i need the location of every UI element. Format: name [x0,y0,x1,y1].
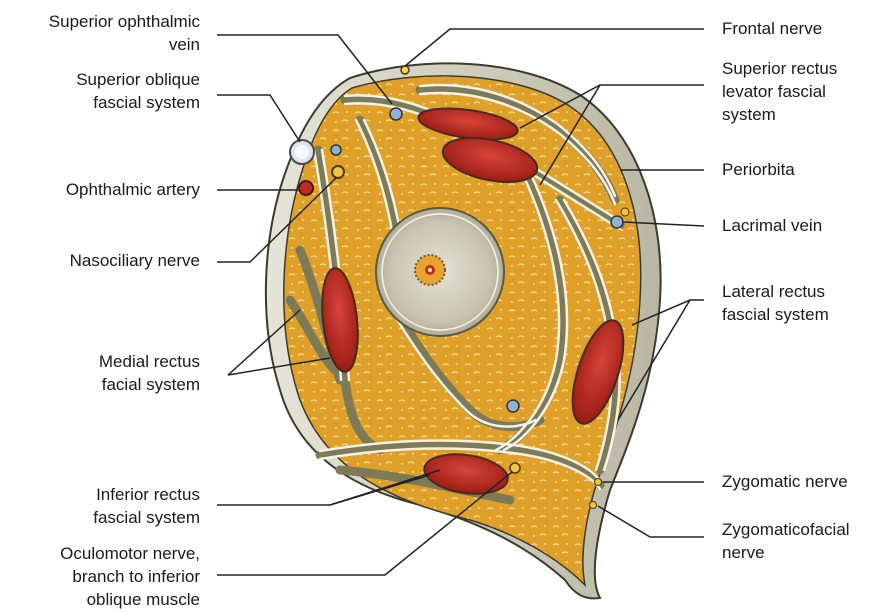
label-lacrimal-vein: Lacrimal vein [722,214,822,237]
label-nasociliary-nerve: Nasociliary nerve [70,249,200,272]
label-superior-rectus-levator-fascial-system: Superior rectus levator fascial system [722,57,837,126]
label-superior-oblique-fascial-system: Superior oblique fascial system [76,68,200,114]
label-ophthalmic-artery: Ophthalmic artery [66,178,200,201]
label-inferior-rectus-fascial-system: Inferior rectus fascial system [93,483,200,529]
label-medial-rectus-facial-system: Medial rectus facial system [99,350,200,396]
zygomatic-nerve [595,479,602,486]
label-zygomaticofacial-nerve: Zygomaticofacial nerve [722,518,850,564]
ophthalmic-artery [299,181,313,195]
nasociliary-nerve [332,166,344,178]
label-oculomotor-nerve-branch: Oculomotor nerve, branch to inferior obl… [60,542,200,611]
label-lateral-rectus-fascial-system: Lateral rectus fascial system [722,280,829,326]
label-periorbita: Periorbita [722,158,795,181]
zygomaticofacial-nerve [590,502,597,509]
lacrimal-vein [611,216,623,228]
frontal-nerve-dot [401,66,409,74]
label-frontal-nerve: Frontal nerve [722,17,822,40]
label-zygomatic-nerve: Zygomatic nerve [722,470,848,493]
label-superior-ophthalmic-vein: Superior ophthalmic vein [49,10,200,56]
